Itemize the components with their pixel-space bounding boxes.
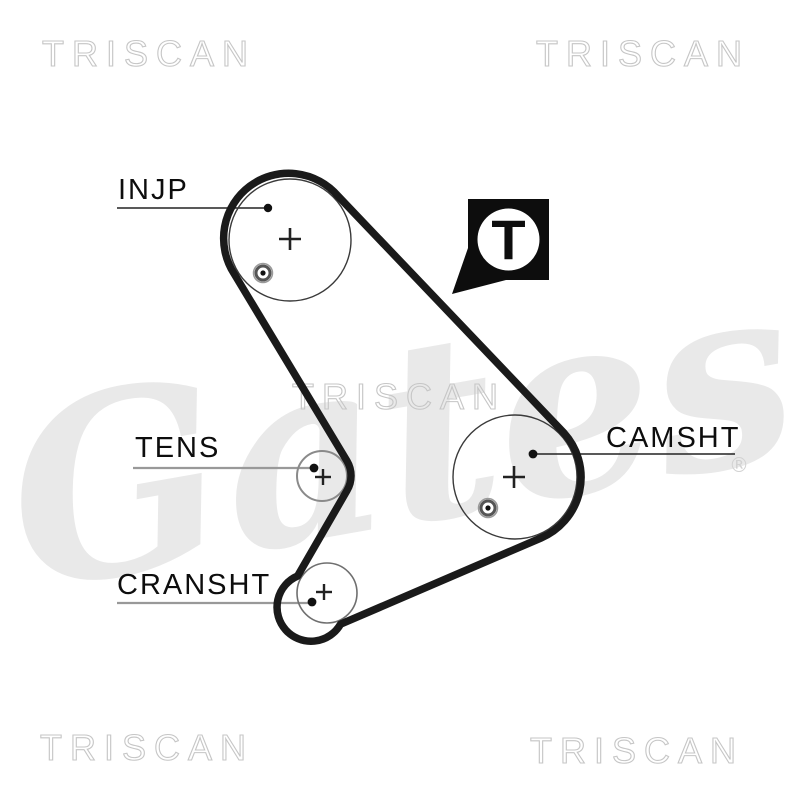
triscan-watermark-bottom-left: TRISCAN bbox=[40, 727, 254, 768]
bolt-marker-injp bbox=[252, 262, 274, 284]
pulley-center-cross-tens bbox=[315, 469, 331, 485]
bolt-marker-camsht bbox=[477, 497, 499, 519]
triscan-watermark-top-right: TRISCAN bbox=[536, 33, 750, 74]
label-tens: TENS bbox=[135, 432, 220, 464]
leader-dot-tens bbox=[309, 463, 319, 473]
badge-letter-T: T bbox=[491, 208, 525, 271]
label-injp: INJP bbox=[118, 174, 189, 206]
leader-dot-camsht bbox=[528, 449, 538, 459]
leader-dot-cransht bbox=[307, 597, 317, 607]
leader-dot-injp bbox=[263, 203, 273, 213]
pulley-center-cross-camsht bbox=[503, 466, 525, 488]
label-cransht: CRANSHT bbox=[117, 569, 271, 601]
registered-trademark-icon: ® bbox=[729, 453, 749, 477]
badge-circle bbox=[477, 208, 540, 271]
pulley-camsht-circle bbox=[452, 414, 578, 540]
triscan-watermark-bottom-right: TRISCAN bbox=[530, 730, 744, 771]
timing-mark-badge: T bbox=[452, 199, 549, 294]
pulley-injp-circle bbox=[228, 178, 352, 302]
pulley-cransht-circle bbox=[296, 562, 358, 624]
pulley-center-cross-injp bbox=[279, 228, 301, 250]
pulley-center-cross-cransht bbox=[316, 584, 332, 600]
label-camsht: CAMSHT bbox=[606, 422, 740, 454]
triscan-watermark-center: TRISCAN bbox=[292, 376, 506, 417]
triscan-watermark-top-left: TRISCAN bbox=[42, 33, 256, 74]
pulley-tens-circle bbox=[296, 450, 348, 502]
timing-belt-path bbox=[219, 169, 585, 645]
